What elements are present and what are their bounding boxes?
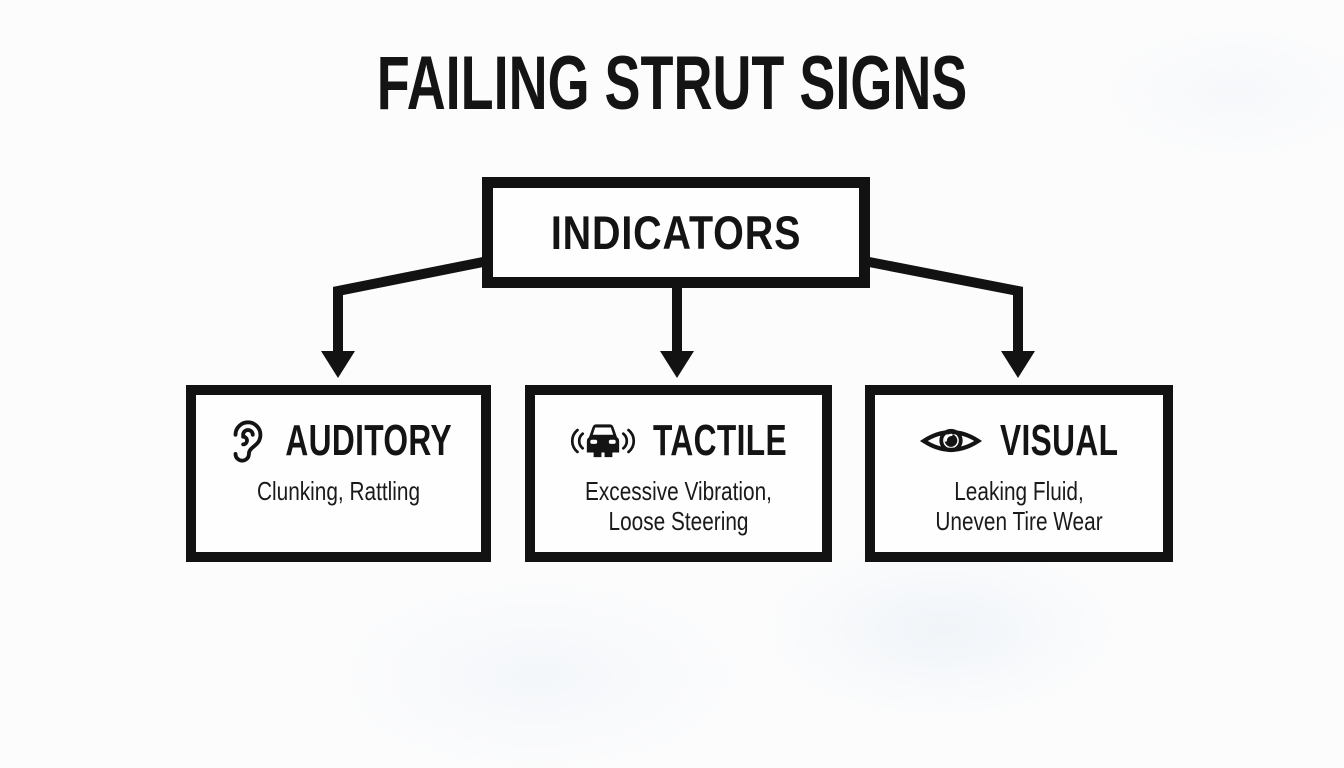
- arrowhead-middle: [660, 351, 694, 378]
- connector-right: [863, 256, 1023, 352]
- branch-head-auditory: AUDITORY: [224, 412, 452, 470]
- arrowhead-left: [321, 351, 355, 378]
- branch-box-visual: VISUAL Leaking Fluid, Uneven Tire Wear: [865, 385, 1173, 562]
- connector-left: [333, 256, 489, 352]
- branch-detail-line: Uneven Tire Wear: [935, 506, 1103, 536]
- branch-title: AUDITORY: [285, 416, 453, 465]
- branch-box-tactile: TACTILE Excessive Vibration, Loose Steer…: [525, 385, 832, 562]
- car-vibration-icon: [570, 424, 636, 458]
- branch-details: Leaking Fluid, Uneven Tire Wear: [904, 476, 1134, 536]
- branch-head-tactile: TACTILE: [569, 412, 788, 470]
- branch-head-visual: VISUAL: [918, 412, 1119, 470]
- branch-details: Clunking, Rattling: [225, 476, 453, 506]
- branch-detail-line: Clunking, Rattling: [256, 476, 421, 506]
- branch-detail-line: Leaking Fluid,: [954, 476, 1084, 506]
- page-title: FAILING STRUT SIGNS: [376, 41, 968, 126]
- arrowhead-right: [1001, 351, 1035, 378]
- branch-title: TACTILE: [653, 416, 787, 465]
- branch-detail-line: Excessive Vibration,: [585, 476, 772, 506]
- root-node-label: INDICATORS: [550, 206, 802, 259]
- root-node-indicators: INDICATORS: [482, 177, 870, 288]
- branch-box-auditory: AUDITORY Clunking, Rattling: [186, 385, 491, 562]
- ear-icon: [233, 419, 263, 463]
- branch-title: VISUAL: [1000, 416, 1119, 465]
- eye-icon: [920, 428, 983, 453]
- branch-detail-line: Loose Steering: [608, 506, 749, 536]
- branch-details: Excessive Vibration, Loose Steering: [564, 476, 794, 536]
